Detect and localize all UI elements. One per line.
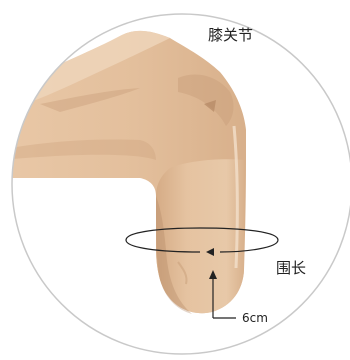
circumference-label: 围长: [276, 259, 306, 277]
title-label: 膝关节: [208, 26, 253, 44]
distance-label: 6cm: [242, 311, 268, 325]
